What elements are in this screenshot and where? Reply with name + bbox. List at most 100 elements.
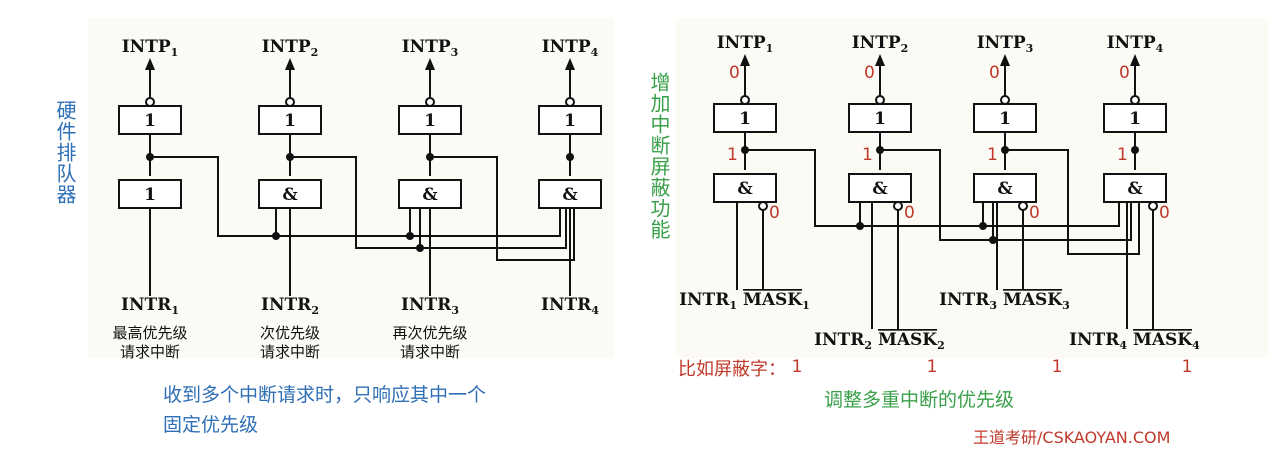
right-input-label: INTR4 (1069, 330, 1127, 352)
right-inhibit-tap-dot (989, 236, 997, 244)
right-mask-value: 0 (1159, 203, 1170, 223)
left-output-arrow (425, 58, 435, 70)
left-top-gate-symbol: 1 (564, 111, 576, 131)
right-bottom-gate-symbol: & (1127, 179, 1143, 199)
right-node-value: 1 (987, 145, 998, 165)
right-mask-bubble (1018, 201, 1028, 211)
hardware-queue-label: 硬件排队器 (53, 100, 77, 205)
left-priority-note: 请求中断 (260, 343, 320, 361)
left-top-gate-bubble (425, 97, 435, 107)
left-bottom-gate (258, 179, 322, 209)
right-output-label: INTP1 (717, 33, 774, 55)
left-top-gate (258, 105, 322, 135)
right-node-value: 1 (1117, 145, 1128, 165)
right-mask-label: MASK3 (1003, 290, 1070, 312)
right-bottom-gate-symbol: & (737, 179, 753, 199)
mask-function-label: 增加中断屏蔽功能 (647, 72, 671, 240)
mask-word-value: 1 (792, 357, 803, 377)
mask-word-value: 1 (1182, 357, 1193, 377)
left-top-gate-symbol: 1 (424, 111, 436, 131)
mask-word-value: 1 (927, 357, 938, 377)
left-bottom-gate (398, 179, 462, 209)
right-mask-label: MASK4 (1133, 330, 1200, 352)
left-inhibit-tap-dot (406, 232, 414, 240)
left-top-gate-symbol: 1 (284, 111, 296, 131)
right-top-gate-bubble (1000, 95, 1010, 105)
right-caption: 调整多重中断的优先级 (824, 389, 1015, 411)
right-mask-bubble (1148, 201, 1158, 211)
right-top-gate-symbol: 1 (1129, 109, 1141, 129)
right-bottom-gate (1103, 173, 1167, 203)
left-bottom-gate (538, 179, 602, 209)
right-output-arrow (875, 54, 885, 66)
left-caption-line2: 固定优先级 (163, 414, 259, 436)
right-output-label: INTP3 (977, 33, 1034, 55)
mask-word-label: 比如屏蔽字： (678, 359, 786, 380)
left-bottom-gate-symbol: & (282, 185, 298, 205)
right-input-label: INTR1 (679, 290, 737, 312)
right-bottom-gate-symbol: & (872, 179, 888, 199)
right-bottom-gate (713, 173, 777, 203)
left-top-gate-bubble (565, 97, 575, 107)
left-output-label: INTP1 (122, 37, 179, 59)
right-mask-value: 0 (769, 203, 780, 223)
left-output-label: INTP2 (262, 37, 319, 59)
right-output-arrow (1000, 54, 1010, 66)
right-output-value: 0 (864, 63, 875, 83)
left-priority-note: 请求中断 (120, 343, 180, 361)
right-output-label: INTP4 (1107, 33, 1164, 55)
left-top-gate (398, 105, 462, 135)
right-bottom-gate-symbol: & (997, 179, 1013, 199)
left-caption-line1: 收到多个中断请求时，只响应其中一个 (163, 384, 487, 406)
footer-watermark: 王道考研/CSKAOYAN.COM (973, 428, 1171, 447)
left-output-arrow (565, 58, 575, 70)
left-output-arrow (285, 58, 295, 70)
right-inhibit-line-1 (745, 149, 1120, 227)
right-mask-label: MASK2 (878, 330, 945, 352)
right-top-gate-bubble (875, 95, 885, 105)
right-top-gate-symbol: 1 (739, 109, 751, 129)
left-inhibit-line-2 (290, 156, 567, 249)
right-inhibit-tap-dot (856, 222, 864, 230)
left-input-label: INTR2 (261, 295, 319, 317)
right-inhibit-line-3 (1005, 149, 1140, 255)
right-bottom-gate (973, 173, 1037, 203)
right-output-arrow (740, 54, 750, 66)
right-output-value: 0 (729, 63, 740, 83)
left-bottom-gate-symbol: & (422, 185, 438, 205)
right-top-gate-bubble (740, 95, 750, 105)
left-priority-note: 请求中断 (400, 343, 460, 361)
right-mask-bubble (893, 201, 903, 211)
left-input-label: INTR3 (401, 295, 459, 317)
right-node-dot (1131, 146, 1139, 154)
right-mask-label: MASK1 (743, 290, 810, 312)
right-node-value: 1 (727, 145, 738, 165)
right-mask-bubble (758, 201, 768, 211)
right-top-gate-symbol: 1 (999, 109, 1011, 129)
right-top-gate (973, 103, 1037, 133)
left-priority-note: 次优先级 (260, 324, 320, 342)
right-output-value: 0 (1119, 63, 1130, 83)
mask-word-value: 1 (1052, 357, 1063, 377)
left-bottom-gate-symbol: 1 (144, 185, 156, 205)
right-input-label: INTR3 (939, 290, 997, 312)
right-output-label: INTP2 (852, 33, 909, 55)
left-top-gate-bubble (145, 97, 155, 107)
right-mask-value: 0 (904, 203, 915, 223)
left-inhibit-line-3 (430, 156, 575, 261)
right-node-value: 1 (862, 145, 873, 165)
right-top-gate-bubble (1130, 95, 1140, 105)
right-top-gate (848, 103, 912, 133)
left-priority-note: 再次优先级 (392, 324, 467, 342)
left-inhibit-line-1 (150, 156, 561, 237)
left-top-gate-symbol: 1 (144, 111, 156, 131)
left-inhibit-tap-dot (416, 244, 424, 252)
left-priority-note: 最高优先级 (112, 324, 187, 342)
right-output-arrow (1130, 54, 1140, 66)
right-output-value: 0 (989, 63, 1000, 83)
left-output-arrow (145, 58, 155, 70)
left-input-label: INTR1 (121, 295, 179, 317)
left-output-label: INTP4 (542, 37, 599, 59)
